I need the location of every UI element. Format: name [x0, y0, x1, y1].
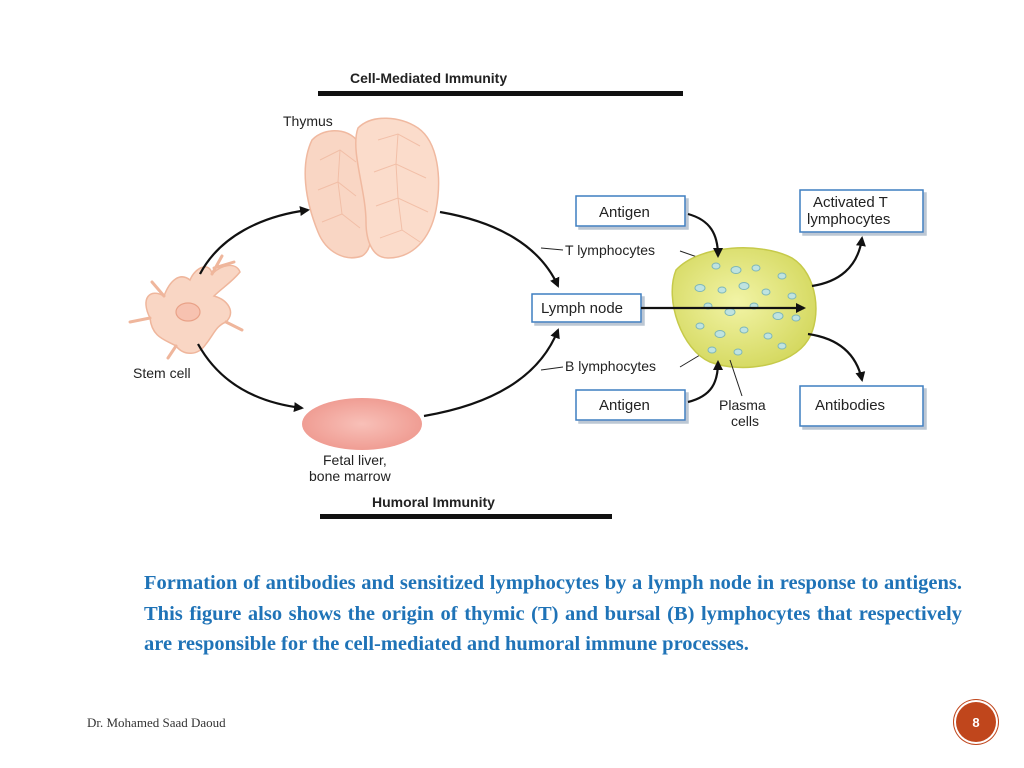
antigen-bottom-text: Antigen	[599, 397, 650, 414]
b-lymphocytes-leader-right	[679, 354, 701, 368]
fetal-liver-illustration	[302, 398, 422, 450]
arrow-liver-to-lymph-node	[423, 328, 560, 418]
plasma-cells-line1: Plasma	[719, 397, 766, 413]
lymph-node-box: Lymph node	[531, 293, 642, 323]
b-lymphocytes-leader	[540, 366, 564, 371]
figure-caption: Formation of antibodies and sensitized l…	[144, 572, 962, 655]
antigen-top-text: Antigen	[599, 204, 650, 221]
cell-mediated-bar	[318, 91, 683, 96]
stem-cell-label: Stem cell	[133, 365, 191, 381]
activated-t-line1: Activated T	[813, 194, 888, 211]
activated-t-line2: lymphocytes	[807, 211, 890, 228]
arrow-antigen-bottom-to-node	[687, 360, 723, 404]
arrow-stem-to-thymus	[199, 206, 310, 275]
page-number: 8	[972, 714, 980, 730]
thymus-illustration	[304, 117, 440, 259]
lymph-node-illustration	[671, 247, 817, 397]
antigen-bottom-box: Antigen	[575, 389, 686, 421]
lymph-node-text: Lymph node	[541, 300, 623, 317]
antibodies-text: Antibodies	[815, 397, 885, 414]
immunity-diagram: Cell-Mediated Immunity Thymus Stem cell …	[128, 70, 924, 519]
t-lymphocytes-label: T lymphocytes	[565, 242, 655, 258]
arrow-thymus-to-lymph-node	[439, 210, 560, 288]
antigen-top-box: Antigen	[575, 195, 686, 227]
cycle-arrows	[197, 206, 560, 418]
page-number-badge: 8	[956, 702, 996, 742]
b-lymphocytes-label: B lymphocytes	[565, 358, 656, 374]
footer-author: Dr. Mohamed Saad Daoud	[87, 715, 226, 730]
t-lymphocytes-leader	[540, 247, 564, 251]
arrow-node-to-activated-t	[811, 236, 866, 288]
activated-t-box: Activated T lymphocytes	[799, 189, 924, 233]
humoral-title: Humoral Immunity	[372, 494, 495, 510]
cell-mediated-title: Cell-Mediated Immunity	[350, 70, 507, 86]
arrow-antigen-top-to-node	[687, 212, 723, 258]
fetal-liver-label-line2: bone marrow	[309, 468, 392, 484]
stem-cell-illustration	[128, 254, 244, 360]
antibodies-box: Antibodies	[799, 385, 924, 427]
thymus-label: Thymus	[283, 113, 333, 129]
arrow-node-to-antibodies	[807, 332, 866, 382]
arrow-stem-to-liver	[197, 343, 304, 413]
humoral-bar	[320, 514, 612, 519]
fetal-liver-label-line1: Fetal liver,	[323, 452, 387, 468]
plasma-cells-line2: cells	[731, 413, 759, 429]
